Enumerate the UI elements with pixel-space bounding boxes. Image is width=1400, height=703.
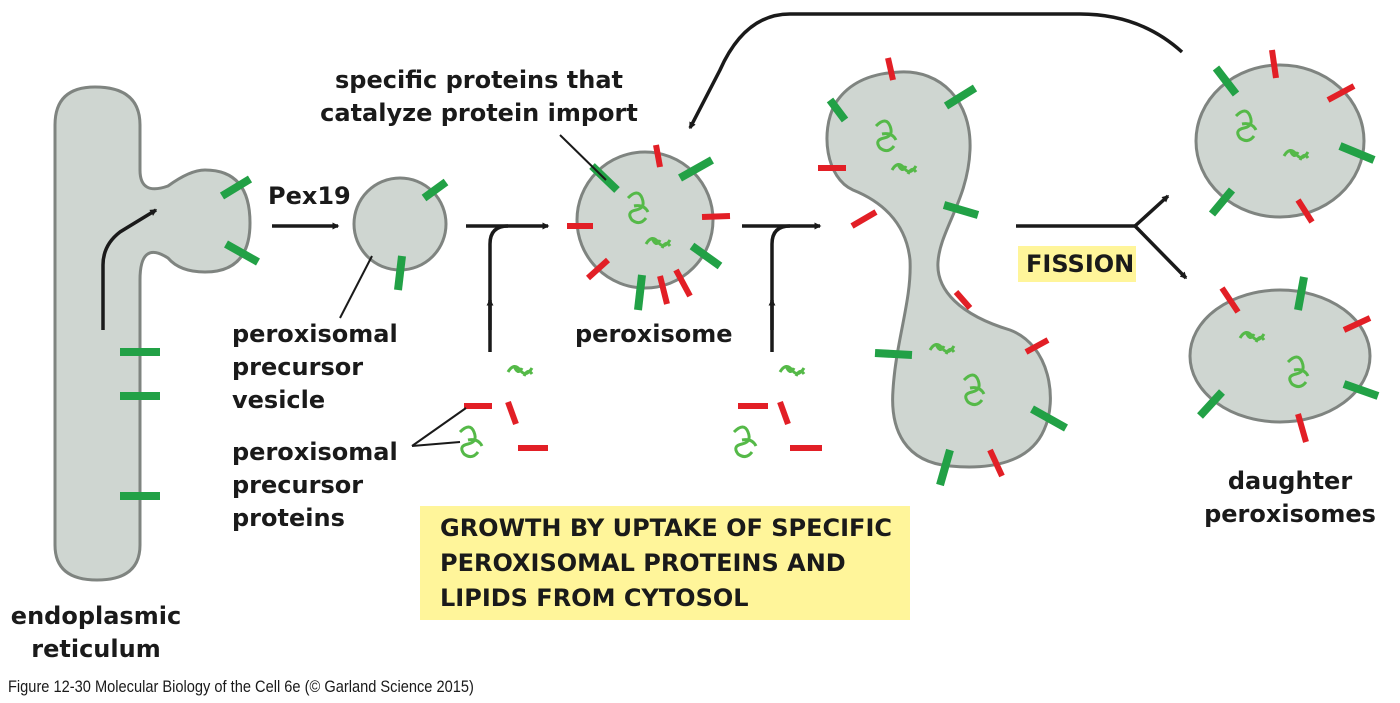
growth-label: GROWTH BY UPTAKE OF SPECIFIC PEROXISOMAL… xyxy=(440,511,892,616)
pex19-label: Pex19 xyxy=(268,182,351,210)
precursor-vesicle-line-2: precursor xyxy=(232,353,364,381)
precursor-proteins-line-3: proteins xyxy=(232,504,345,532)
vesicle-pointer-line xyxy=(339,255,373,319)
uptake-arrow-1 xyxy=(488,224,509,352)
precursor-proteins-label: peroxisomal precursor proteins xyxy=(232,436,398,535)
uptake-arrow-2 xyxy=(770,224,791,352)
fission-arrow-down xyxy=(1133,224,1188,280)
dividing-peroxisome-red-proteins xyxy=(818,57,1050,478)
import-proteins-pointer-line xyxy=(559,134,607,181)
er-line-1: endoplasmic xyxy=(10,602,182,630)
growth-highlight-box xyxy=(420,506,910,620)
er-line-2: reticulum xyxy=(31,635,161,663)
precursor-vesicle-label: peroxisomal precursor vesicle xyxy=(232,318,398,417)
import-proteins-line-1: specific proteins that xyxy=(335,66,623,94)
peroxisome-matrix-proteins xyxy=(626,191,672,249)
er-membrane-proteins xyxy=(120,175,260,500)
dividing-peroxisome-matrix-proteins xyxy=(874,119,986,407)
vesicle-proteins xyxy=(394,178,449,291)
endoplasmic-reticulum xyxy=(53,85,252,582)
growth-line-1: GROWTH BY UPTAKE OF SPECIFIC xyxy=(440,514,892,542)
precursor-vesicle-line-1: peroxisomal xyxy=(232,320,398,348)
daughter-2-green-proteins xyxy=(1197,276,1380,419)
import-proteins-label: specific proteins that catalyze protein … xyxy=(314,64,644,130)
daughter-line-2: peroxisomes xyxy=(1204,500,1376,528)
precursor-proteins-line-1: peroxisomal xyxy=(232,438,398,466)
import-proteins-line-2: catalyze protein import xyxy=(320,99,638,127)
peroxisome-label: peroxisome xyxy=(575,320,733,348)
daughter-1-red-proteins xyxy=(1269,49,1356,224)
daughter-peroxisome-2 xyxy=(1188,288,1372,424)
dividing-peroxisome xyxy=(825,70,1052,469)
daughter-line-1: daughter xyxy=(1227,467,1353,495)
growth-line-3: LIPIDS FROM CYTOSOL xyxy=(440,584,749,612)
er-label: endoplasmic reticulum xyxy=(0,600,192,666)
fission-arrow-up xyxy=(1133,194,1170,228)
precursor-proteins-line-2: precursor xyxy=(232,471,364,499)
fission-highlight xyxy=(1018,246,1136,282)
precursor-protein-pointer xyxy=(411,407,467,447)
daughter-1-matrix-proteins xyxy=(1234,109,1310,161)
daughter-2-red-proteins xyxy=(1219,286,1372,443)
budding-arrow xyxy=(101,208,158,330)
cytosolic-proteins-1 xyxy=(458,365,548,459)
daughter-2-matrix-proteins xyxy=(1238,331,1310,389)
daughter-peroxisomes-label: daughter peroxisomes xyxy=(1190,465,1390,531)
figure-caption: Figure 12-30 Molecular Biology of the Ce… xyxy=(8,677,474,696)
dividing-peroxisome-green-proteins xyxy=(826,84,1068,487)
recycle-arrow xyxy=(688,12,1184,130)
precursor-vesicle-line-3: vesicle xyxy=(232,386,326,414)
cytosolic-proteins-2 xyxy=(732,365,822,459)
daughter-1-green-proteins xyxy=(1208,65,1376,217)
fission-label: FISSION xyxy=(1026,250,1135,278)
daughter-peroxisome-1 xyxy=(1194,63,1366,219)
peroxisome-red-proteins xyxy=(567,144,731,305)
growth-line-2: PEROXISOMAL PROTEINS AND xyxy=(440,549,846,577)
